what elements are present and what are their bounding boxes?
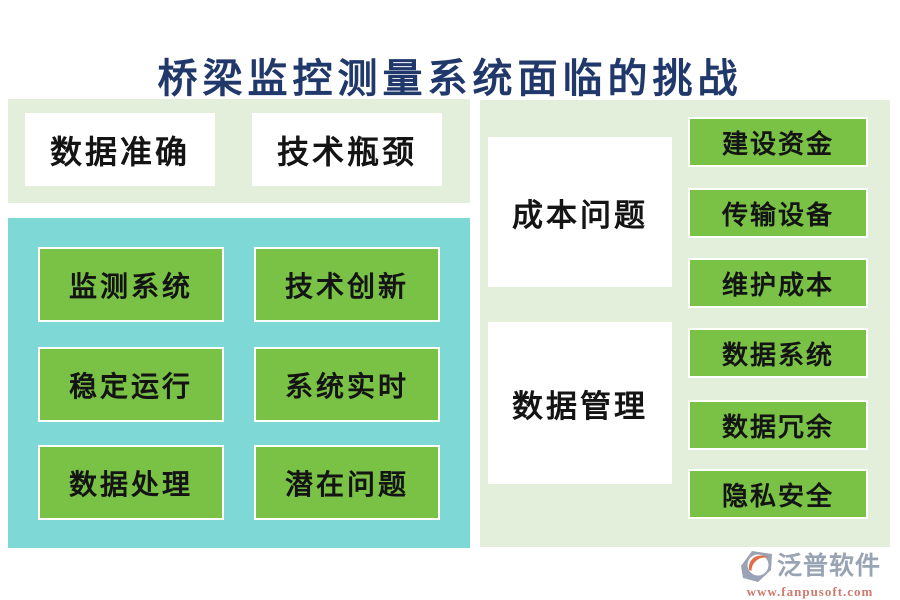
challenge-card: 数据处理 — [38, 445, 224, 520]
challenge-card: 隐私安全 — [688, 469, 868, 519]
challenge-card: 维护成本 — [688, 258, 868, 308]
challenge-card: 建设资金 — [688, 117, 868, 167]
right-panel: 成本问题 数据管理 建设资金 传输设备 维护成本 数据系统 数据冗余 隐私安全 — [480, 100, 890, 547]
brand-name: 泛普软件 — [776, 552, 881, 580]
teal-panel: 监测系统 技术创新 稳定运行 系统实时 数据处理 潜在问题 — [8, 218, 470, 548]
challenge-card: 系统实时 — [254, 347, 440, 422]
challenge-card: 数据冗余 — [688, 400, 868, 450]
challenge-card: 监测系统 — [38, 247, 224, 322]
challenge-card: 数据准确 — [25, 113, 215, 186]
top-left-panel: 数据准确 技术瓶颈 — [8, 99, 470, 203]
challenge-card: 传输设备 — [688, 188, 868, 238]
challenge-card: 技术创新 — [254, 247, 440, 322]
brand-footer: 泛普软件 www.fanpusoft.com — [730, 549, 890, 600]
brand-url: www.fanpusoft.com — [746, 584, 874, 599]
challenge-card: 潜在问题 — [254, 445, 440, 520]
group-label-cost: 成本问题 — [488, 137, 672, 287]
challenge-card: 数据系统 — [688, 328, 868, 378]
challenge-card: 稳定运行 — [38, 347, 224, 422]
fanpu-logo-icon — [739, 549, 775, 583]
page-title: 桥梁监控测量系统面临的挑战 — [157, 56, 743, 101]
group-label-data: 数据管理 — [488, 322, 672, 484]
challenge-card: 技术瓶颈 — [252, 113, 442, 186]
